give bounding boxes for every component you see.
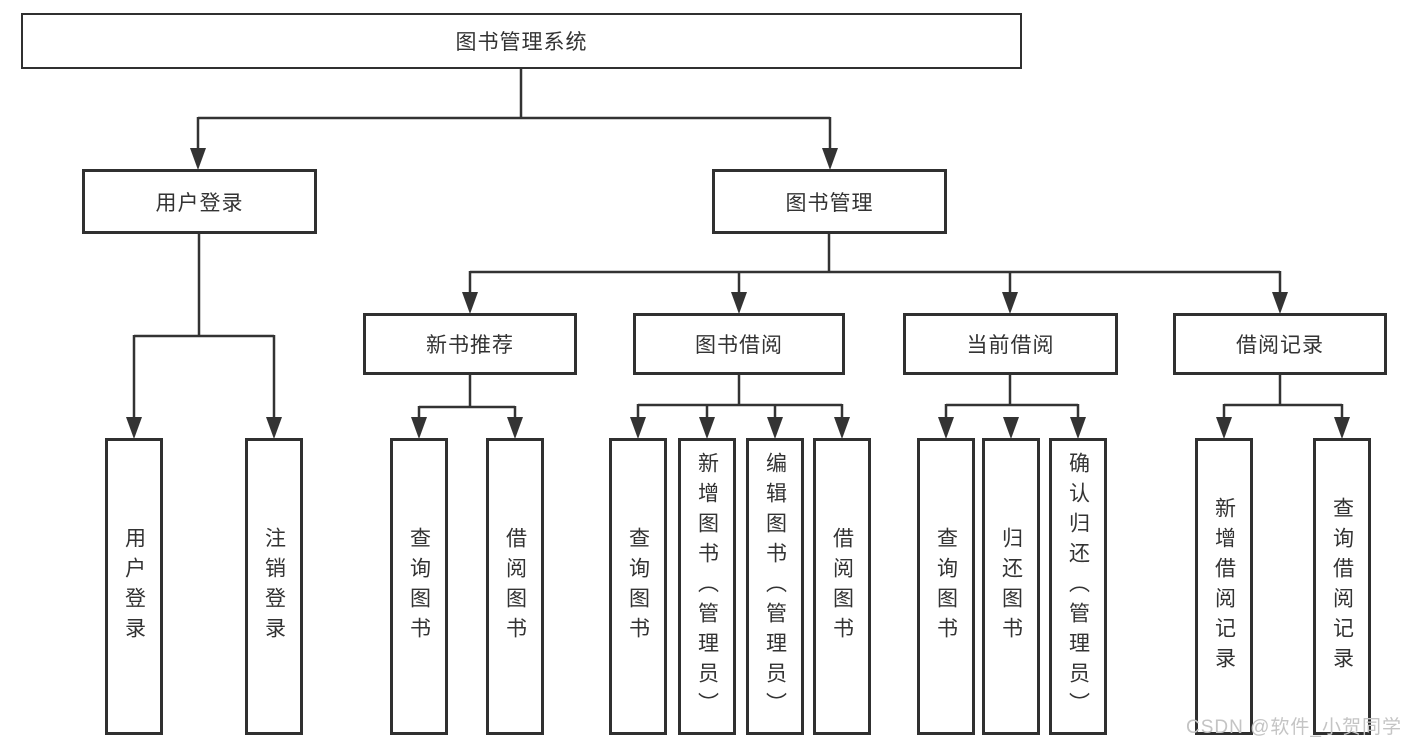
leaf-logout-login: 注销登录 bbox=[245, 438, 303, 735]
node-user-login: 用户登录 bbox=[82, 169, 317, 234]
node-new-book-recommend: 新书推荐 bbox=[363, 313, 577, 375]
leaf-edit-books-admin: 编辑图书（管理员） bbox=[746, 438, 804, 735]
leaf-borrow-books-recommend: 借阅图书 bbox=[486, 438, 544, 735]
leaf-query-books-borrowing: 查询图书 bbox=[609, 438, 667, 735]
node-current-borrowing: 当前借阅 bbox=[903, 313, 1118, 375]
leaf-add-borrow-record: 新增借阅记录 bbox=[1195, 438, 1253, 735]
leaf-add-books-admin: 新增图书（管理员） bbox=[678, 438, 736, 735]
leaf-query-borrow-record: 查询借阅记录 bbox=[1313, 438, 1371, 735]
node-book-borrowing: 图书借阅 bbox=[633, 313, 845, 375]
leaf-user-login: 用户登录 bbox=[105, 438, 163, 735]
watermark: CSDN @软件_小贺同学 bbox=[1186, 717, 1402, 738]
leaf-query-books-recommend: 查询图书 bbox=[390, 438, 448, 735]
arrowheads bbox=[126, 148, 1350, 439]
node-borrowing-records: 借阅记录 bbox=[1173, 313, 1387, 375]
leaf-confirm-return-admin: 确认归还（管理员） bbox=[1049, 438, 1107, 735]
leaf-borrow-books: 借阅图书 bbox=[813, 438, 871, 735]
leaf-query-books-current: 查询图书 bbox=[917, 438, 975, 735]
node-library-management-system: 图书管理系统 bbox=[21, 13, 1022, 69]
node-book-management: 图书管理 bbox=[712, 169, 947, 234]
leaf-return-books: 归还图书 bbox=[982, 438, 1040, 735]
